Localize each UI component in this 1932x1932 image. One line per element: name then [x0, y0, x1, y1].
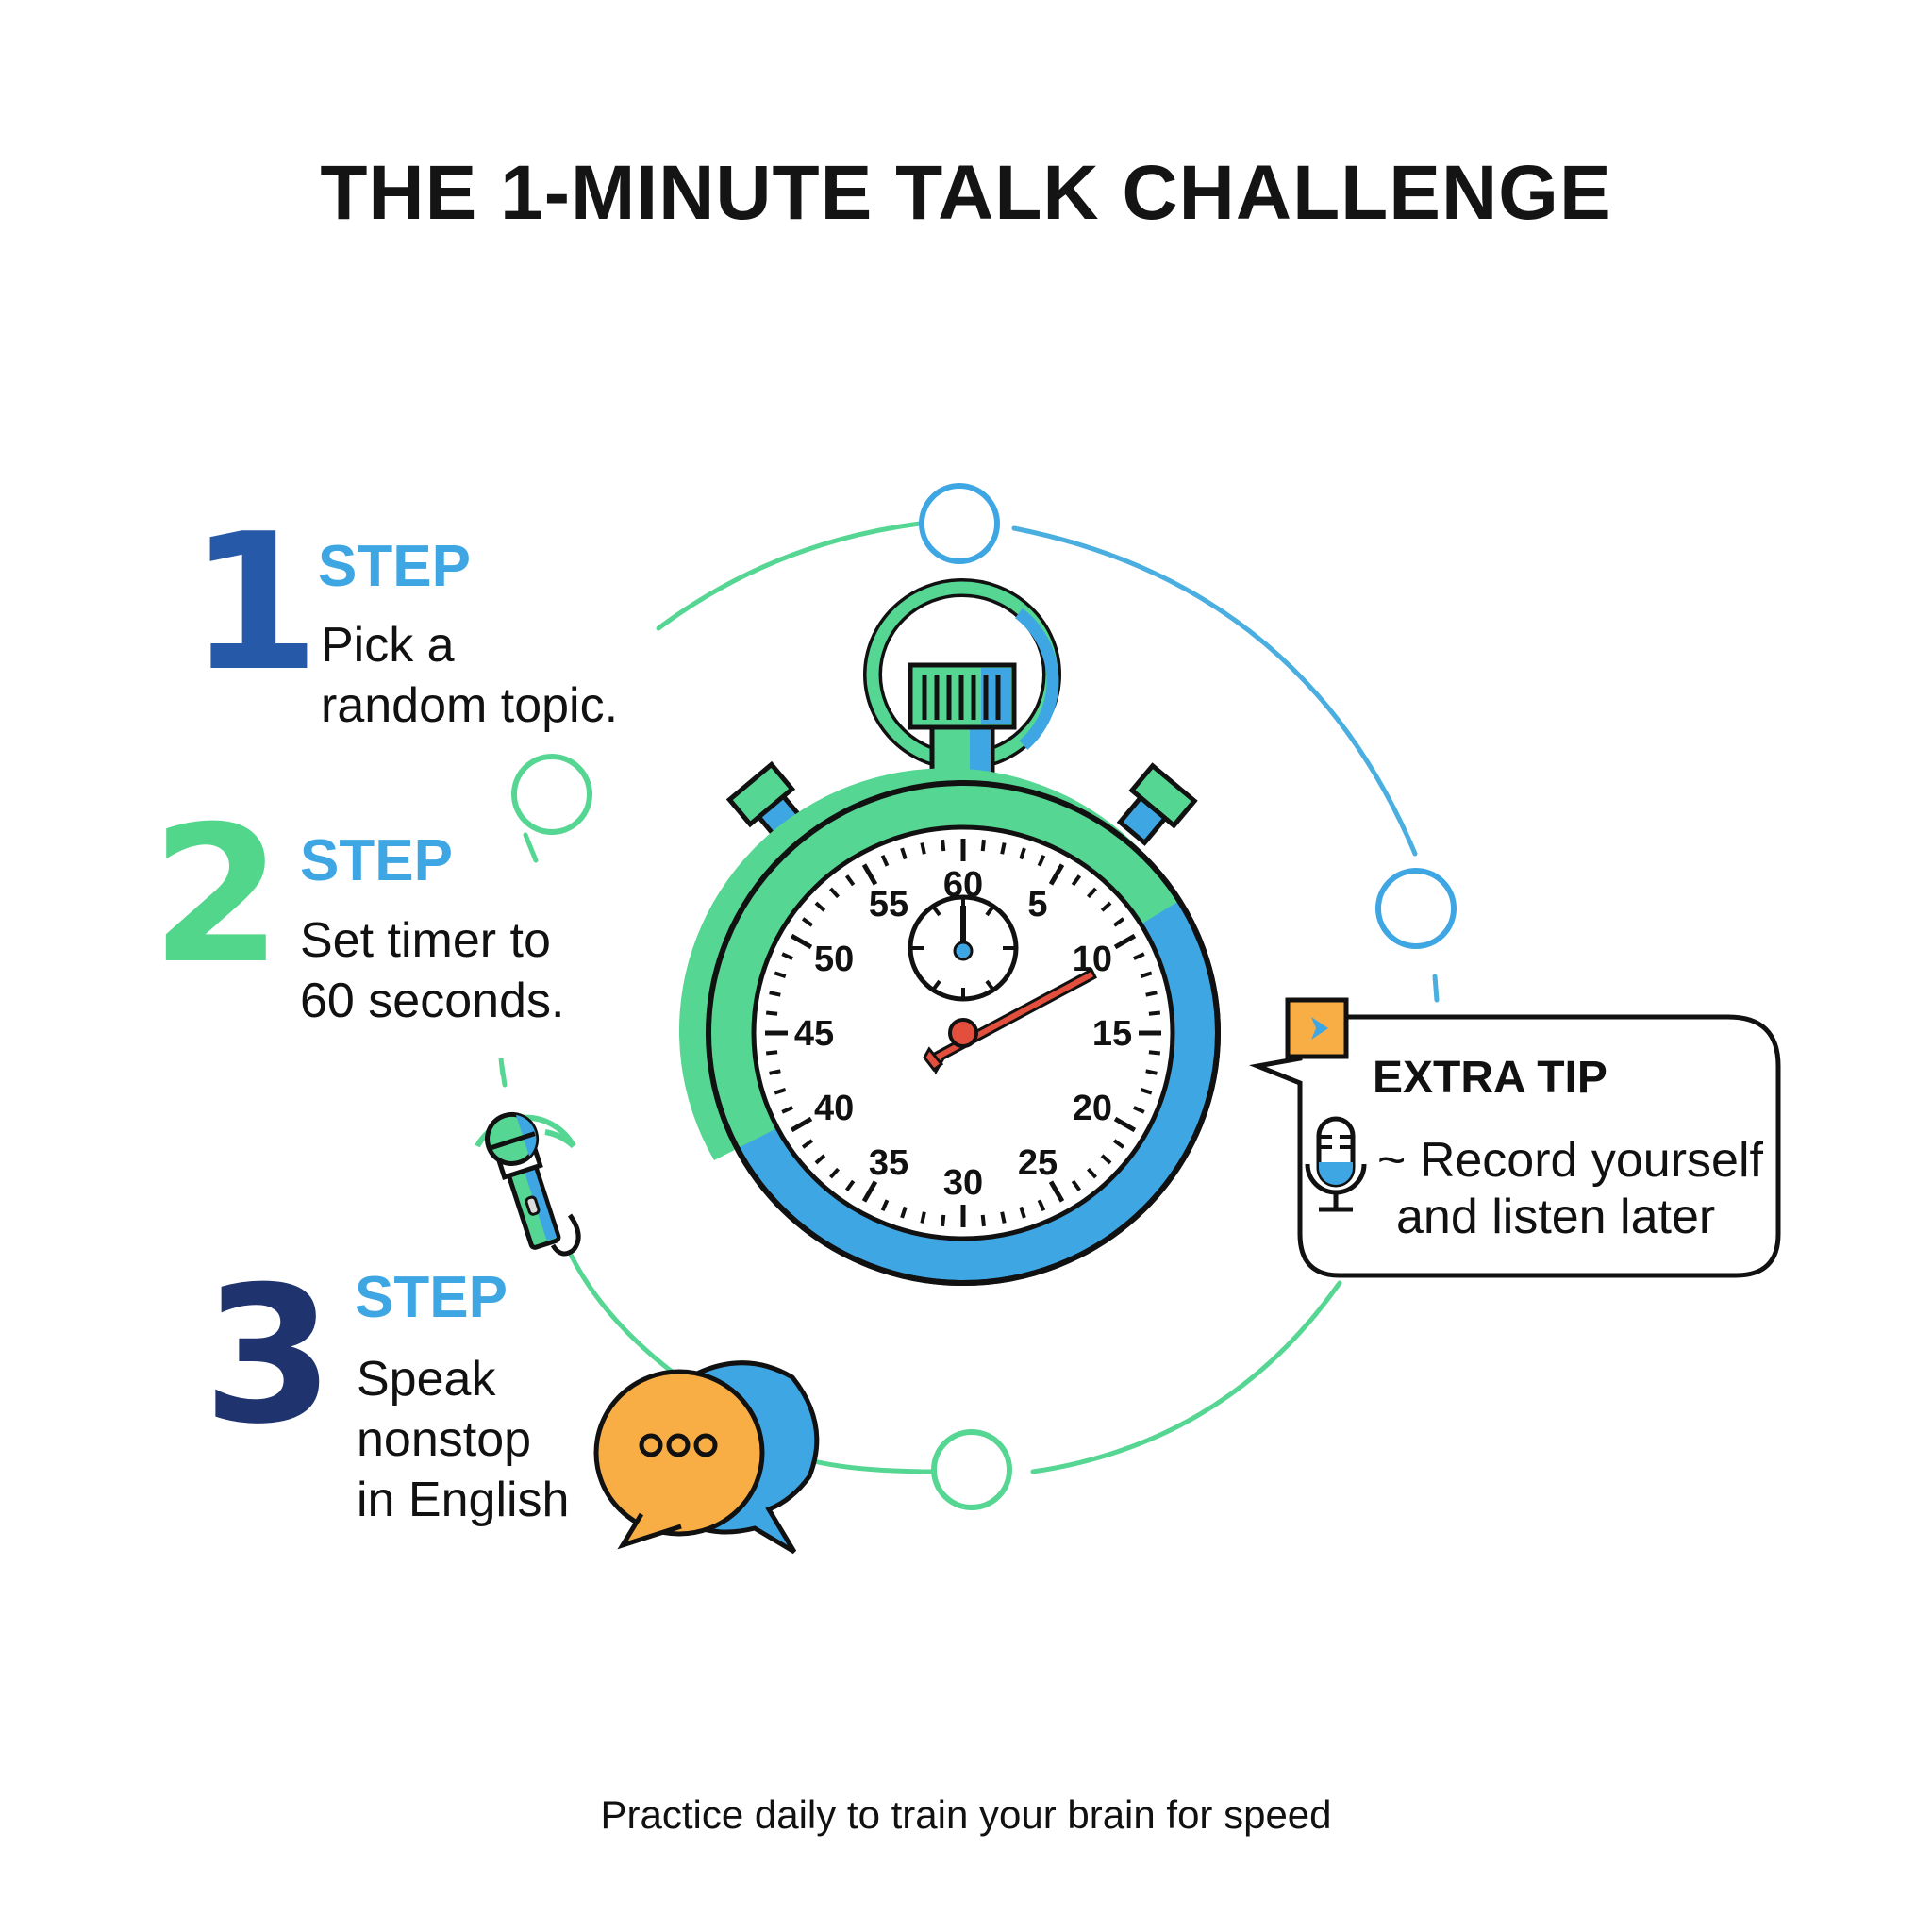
- step-1-number: 1: [189, 493, 321, 713]
- step-2-number: 2: [151, 786, 283, 1006]
- step-2-line-2: 60 seconds.: [300, 974, 565, 1028]
- dial-label: 55: [869, 885, 908, 924]
- dial-label: 5: [1027, 885, 1047, 924]
- orbit-node-top: [919, 483, 1000, 564]
- dial-label: 35: [869, 1143, 908, 1183]
- step-1-text: Pick a random topic.: [321, 615, 618, 736]
- step-1-line-1: Pick a: [321, 618, 455, 673]
- orbit-ring: [499, 521, 1440, 1474]
- dial-label: 40: [814, 1089, 854, 1128]
- orbit-node-right: [1375, 868, 1457, 949]
- step-3-line-1: Speak: [357, 1352, 496, 1407]
- dial-label: 30: [943, 1163, 983, 1203]
- step-3-number: 3: [203, 1246, 335, 1466]
- step-3-label: STEP: [355, 1265, 508, 1330]
- footer-caption: Practice daily to train your brain for s…: [600, 1792, 1332, 1837]
- extra-tip-bubble: [1248, 997, 1781, 1278]
- microphone-icon: [475, 1058, 581, 1257]
- step-3-text: Speak nonstop in English: [357, 1349, 569, 1530]
- dial-label: 25: [1018, 1143, 1058, 1183]
- speech-bubbles-icon: [593, 1360, 820, 1555]
- stopwatch-icon: [678, 578, 1221, 1286]
- microphone-icon-small: [1305, 1116, 1367, 1212]
- step-2-label: STEP: [300, 828, 453, 893]
- orbit-node-bottom: [931, 1429, 1012, 1510]
- dial-label: 10: [1073, 940, 1112, 979]
- extra-tip-line-2: and listen later: [1396, 1190, 1716, 1244]
- step-3-line-2: nonstop: [357, 1412, 532, 1467]
- step-2-line-1: Set timer to: [300, 913, 551, 968]
- orbit-node-left: [511, 754, 592, 835]
- step-1-line-2: random topic.: [321, 678, 619, 733]
- dial-label: 20: [1073, 1089, 1112, 1128]
- step-3-line-3: in English: [357, 1473, 570, 1527]
- extra-tip-line-1: ~ Record yourself: [1377, 1133, 1763, 1188]
- page-title: THE 1-MINUTE TALK CHALLENGE: [320, 150, 1612, 236]
- dial-labels: 60 5 10 15 20 25 30 35 40 45 50 55: [794, 865, 1132, 1203]
- dial-ticks: [765, 839, 1161, 1227]
- dial-label: 45: [794, 1014, 834, 1054]
- dial-label: 50: [814, 940, 854, 979]
- extra-tip-text: ~ Record yourself and listen later: [1377, 1132, 1763, 1245]
- dial-label: 60: [943, 865, 983, 905]
- step-1-label: STEP: [318, 534, 471, 599]
- extra-tip-title: EXTRA TIP: [1373, 1053, 1607, 1103]
- dial-label: 15: [1092, 1014, 1132, 1054]
- step-2-text: Set timer to 60 seconds.: [300, 910, 564, 1031]
